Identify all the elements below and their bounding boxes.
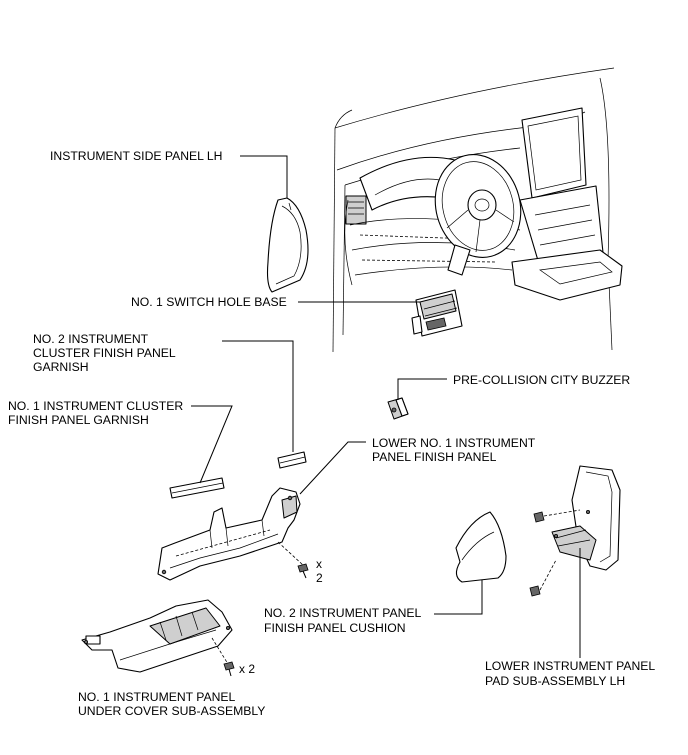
switch-hole-base-part	[411, 289, 463, 337]
instrument-side-panel-lh-part	[266, 197, 309, 293]
dashboard-overview-illustration	[332, 67, 623, 353]
label-under-cover-line1: NO. 1 INSTRUMENT PANEL	[78, 690, 236, 704]
under-cover-screw	[211, 637, 235, 677]
label-no2-cluster-garnish-line3: GARNISH	[33, 360, 89, 374]
under-cover-subassembly-part	[81, 599, 233, 673]
leader-no2-finish-panel-cushion	[434, 580, 483, 615]
qty-finish-panel-screws-x: x	[316, 557, 322, 571]
label-under-cover-line2: UNDER COVER SUB-ASSEMBLY	[78, 704, 265, 718]
leader-no1-cluster-finish-panel-garnish	[191, 405, 233, 484]
pad-clip-upper	[533, 509, 581, 523]
no1-cluster-finish-panel-garnish-part	[169, 477, 225, 499]
no2-cluster-finish-panel-garnish-part	[277, 451, 307, 469]
pre-collision-city-buzzer-part	[387, 397, 409, 420]
leader-instrument-side-panel-lh	[240, 155, 288, 198]
label-no1-cluster-garnish-line1: NO. 1 INSTRUMENT CLUSTER	[8, 399, 183, 413]
label-lower-no1-finish-panel-line1: LOWER NO. 1 INSTRUMENT	[372, 436, 536, 450]
label-no2-cluster-garnish-line1: NO. 2 INSTRUMENT	[33, 332, 149, 346]
finish-panel-screw	[277, 541, 309, 579]
qty-under-cover-screws: x 2	[239, 662, 255, 676]
lower-no1-instrument-panel-finish-panel-part	[157, 487, 301, 581]
leader-lower-no1-finish-panel	[299, 441, 366, 495]
label-no1-cluster-garnish-line2: FINISH PANEL GARNISH	[8, 413, 149, 427]
leader-no2-cluster-finish-panel-garnish	[222, 340, 294, 452]
no2-finish-panel-cushion-part	[455, 511, 507, 583]
label-lower-pad-line1: LOWER INSTRUMENT PANEL	[485, 659, 655, 673]
pad-clip-lower	[529, 559, 557, 597]
lower-instrument-panel-pad-subassembly-part	[551, 465, 621, 571]
qty-finish-panel-screws-count: 2	[316, 571, 323, 585]
label-pre-collision-city-buzzer: PRE-COLLISION CITY BUZZER	[453, 373, 630, 387]
leader-pre-collision-city-buzzer	[397, 378, 447, 400]
label-no2-cushion-line1: NO. 2 INSTRUMENT PANEL	[264, 606, 422, 620]
label-lower-no1-finish-panel-line2: PANEL FINISH PANEL	[372, 450, 497, 464]
label-switch-hole-base: NO. 1 SWITCH HOLE BASE	[131, 295, 287, 309]
label-instrument-side-panel-lh: INSTRUMENT SIDE PANEL LH	[50, 149, 222, 163]
label-no2-cluster-garnish-line2: CLUSTER FINISH PANEL	[33, 346, 176, 360]
label-lower-pad-line2: PAD SUB-ASSEMBLY LH	[485, 674, 625, 688]
label-no2-cushion-line2: FINISH PANEL CUSHION	[264, 621, 406, 635]
